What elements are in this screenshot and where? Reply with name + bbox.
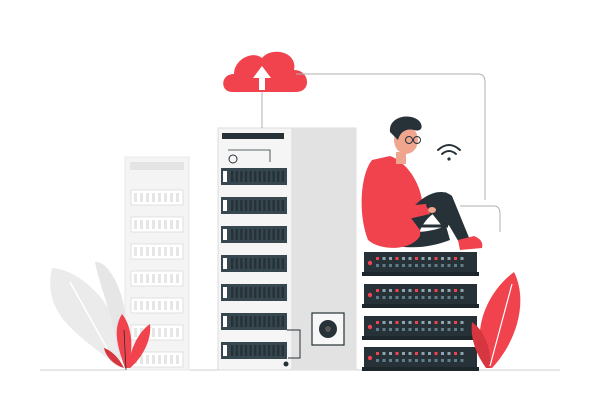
red-plant-right xyxy=(471,272,521,368)
speaker-icon xyxy=(311,312,345,346)
faded-rack-slot xyxy=(130,243,184,260)
stacked-server-unit xyxy=(362,347,479,371)
connector-line-speaker xyxy=(287,329,301,359)
cloud-upload-icon xyxy=(223,51,308,128)
connector-line-top xyxy=(296,73,486,200)
server-slot xyxy=(221,313,287,330)
server-slot xyxy=(221,226,287,243)
faded-rack-slot xyxy=(130,297,184,314)
connector-line-laptop xyxy=(460,205,501,232)
person-with-laptop xyxy=(361,116,483,250)
server-slot xyxy=(221,168,287,185)
server-slot xyxy=(221,255,287,272)
server-slot xyxy=(221,284,287,301)
faded-rack-slot xyxy=(130,270,184,287)
server-slot xyxy=(221,197,287,214)
red-plant-left xyxy=(104,314,151,371)
stacked-server-unit xyxy=(362,284,479,308)
faded-rack xyxy=(124,156,190,371)
stacked-server-unit xyxy=(362,252,479,276)
faded-rack-slot xyxy=(130,189,184,206)
laptop-icon xyxy=(418,192,462,228)
server-slot xyxy=(221,342,287,359)
server-stack xyxy=(362,252,479,371)
stacked-server-unit xyxy=(362,316,479,340)
wifi-icon xyxy=(437,144,461,161)
gray-leaf-left xyxy=(50,261,127,369)
cable-end xyxy=(283,361,289,367)
faded-rack-slot xyxy=(130,216,184,233)
